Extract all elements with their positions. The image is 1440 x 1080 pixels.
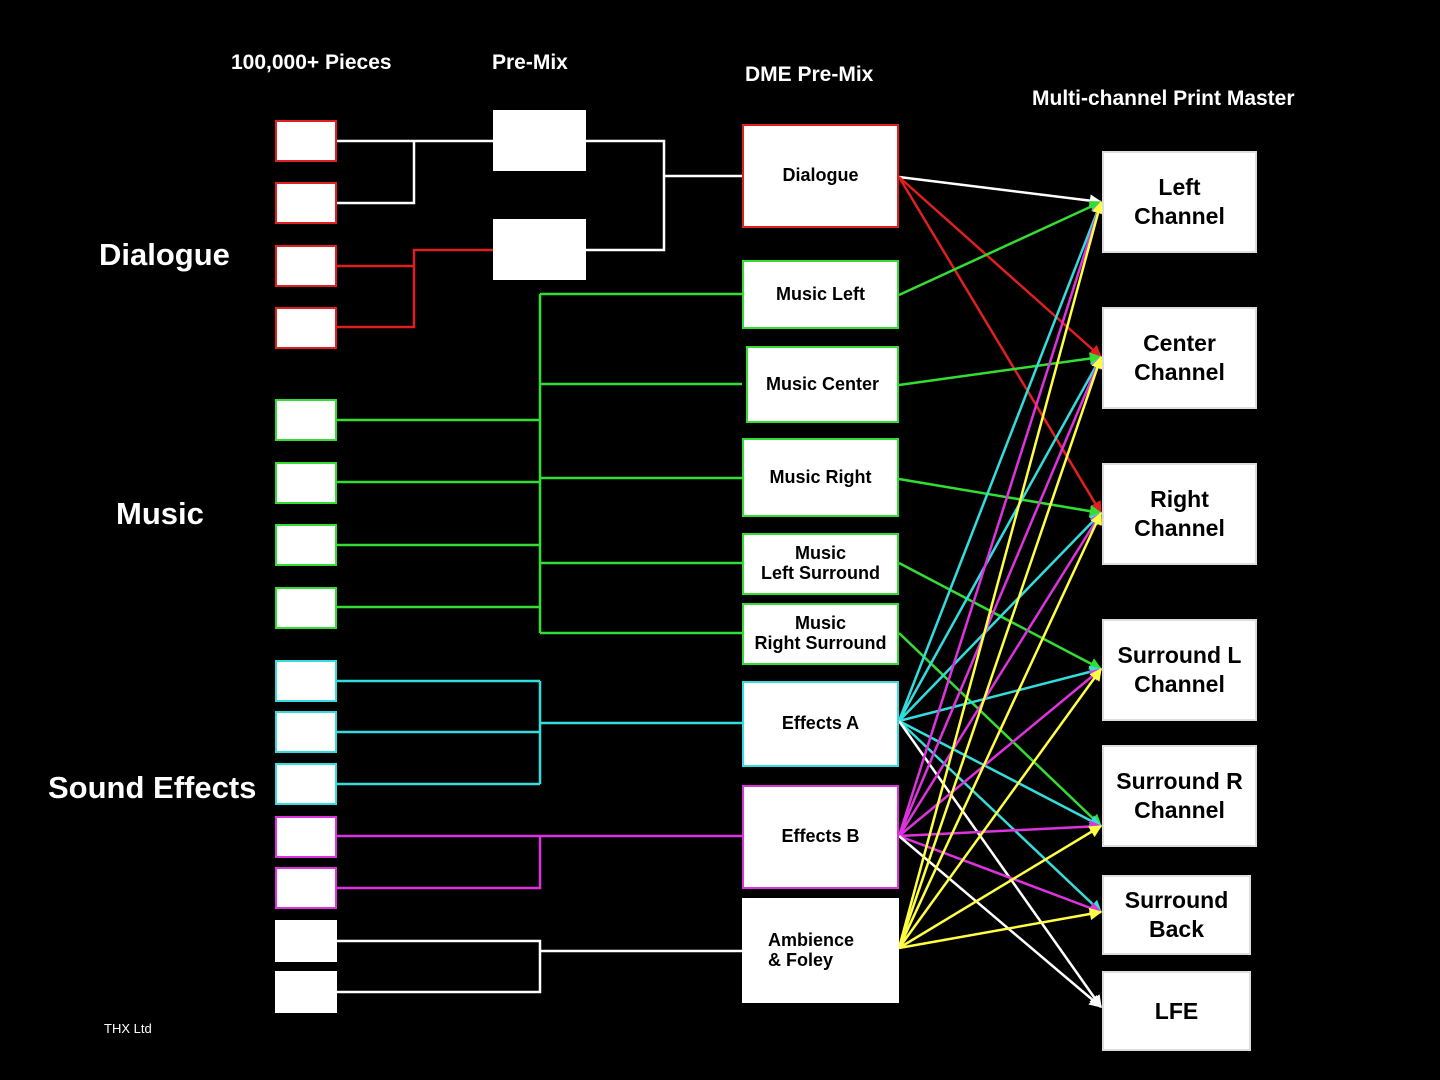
wire-premix-merge — [586, 139, 666, 252]
source-piece-dialogue — [275, 120, 337, 162]
wire-ambience — [337, 939, 542, 994]
dme-label: Music Left — [775, 283, 865, 304]
source-piece-music — [275, 587, 337, 629]
dme-box-effects-a: Effects A — [742, 681, 899, 767]
route-music-center-to-center — [898, 352, 1103, 387]
route-ambience-to-sb — [898, 907, 1103, 950]
source-piece-music — [275, 462, 337, 504]
route-effects-a-to-sr — [898, 719, 1103, 828]
dme-box-music-right: Music Right — [742, 438, 899, 517]
route-effects-b-to-sr — [898, 820, 1103, 838]
dme-label: Music Right — [769, 466, 872, 487]
header-premix: Pre-Mix — [492, 51, 568, 74]
credit-text: THX Ltd — [104, 1021, 152, 1036]
dme-box-dialogue: Dialogue — [742, 124, 899, 228]
group-label-dialogue: Dialogue — [99, 237, 230, 272]
header-print-master: Multi-channel Print Master — [1032, 87, 1295, 110]
route-ambience-to-center — [897, 355, 1104, 949]
route-effects-a-to-sl — [898, 665, 1103, 723]
source-piece-effects_a — [275, 711, 337, 753]
dme-box-ambience: Ambience& Foley — [742, 898, 899, 1003]
dme-label: Music Center — [765, 373, 880, 394]
source-piece-effects_a — [275, 763, 337, 805]
header-dme-premix: DME Pre-Mix — [745, 63, 874, 86]
route-ambience-to-sr — [898, 824, 1103, 950]
wire-dialogue-b — [337, 248, 493, 329]
premix-box-dialogue-b — [493, 219, 586, 280]
route-music-right-to-right — [898, 477, 1103, 518]
source-piece-effects_b — [275, 816, 337, 858]
premix-box-dialogue-a — [493, 110, 586, 171]
group-label-sound-effects: Sound Effects — [48, 770, 257, 805]
route-effects-b-to-right — [897, 511, 1103, 837]
route-ambience-to-sl — [897, 667, 1103, 949]
dme-box-music-left: Music Left — [742, 260, 899, 329]
source-piece-ambience — [275, 920, 337, 962]
route-effects-a-to-sb — [898, 720, 1102, 913]
route-dialogue-to-center — [898, 176, 1102, 358]
route-effects-b-to-left — [897, 200, 1104, 837]
route-effects-b-to-center — [897, 355, 1103, 837]
route-effects-a-to-right — [898, 512, 1102, 722]
route-dialogue-to-left — [898, 175, 1103, 207]
route-ambience-to-left — [897, 200, 1105, 949]
header-pieces: 100,000+ Pieces — [231, 51, 392, 74]
dme-box-music-center: Music Center — [746, 346, 899, 423]
source-piece-dialogue — [275, 245, 337, 287]
route-effects-b-to-lfe — [898, 835, 1102, 1008]
source-piece-music — [275, 524, 337, 566]
route-music-left-to-left — [898, 200, 1103, 297]
dme-box-effects-b: Effects B — [742, 785, 899, 889]
wire-effects-b — [337, 836, 542, 890]
source-piece-music — [275, 399, 337, 441]
route-ambience-to-right — [897, 511, 1103, 949]
source-piece-effects_a — [275, 660, 337, 702]
dme-label: Effects A — [781, 713, 860, 734]
source-piece-ambience — [275, 971, 337, 1013]
route-effects-b-to-sl — [898, 668, 1102, 837]
dme-label: Ambience& Foley — [768, 929, 855, 970]
source-piece-dialogue — [275, 307, 337, 349]
route-effects-a-to-left — [897, 200, 1103, 722]
route-effects-b-to-sb — [898, 834, 1103, 914]
group-label-music: Music — [116, 496, 204, 531]
route-effects-a-to-center — [897, 355, 1103, 722]
dme-label: Dialogue — [782, 165, 859, 186]
output-label: LFE — [1154, 997, 1199, 1024]
route-effects-a-to-lfe — [897, 720, 1103, 1009]
source-piece-dialogue — [275, 182, 337, 224]
source-piece-effects_b — [275, 867, 337, 909]
dme-label: Effects B — [781, 826, 860, 847]
output-channel-lfe: LFE — [1102, 971, 1251, 1051]
wire-dialogue-a — [337, 141, 416, 205]
